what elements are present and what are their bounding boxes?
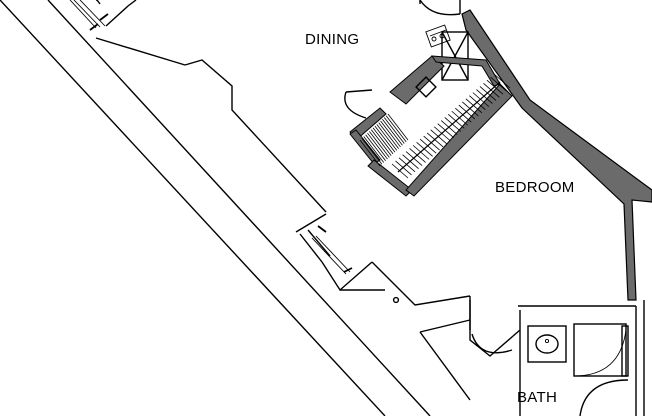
outlet-symbol — [392, 296, 400, 304]
sink — [527, 325, 567, 363]
diagonal-exterior-wall — [0, 0, 431, 416]
closet-shelving — [359, 73, 511, 179]
window-upper — [69, 0, 109, 31]
closet-walls — [349, 55, 513, 197]
room-label-dining: DINING — [305, 31, 359, 48]
closet-door — [344, 89, 373, 119]
closet-panel — [415, 76, 437, 98]
appliance-box — [441, 31, 469, 81]
dining-door — [419, 0, 461, 16]
window-lower — [299, 225, 385, 291]
room-label-bath: BATH — [517, 389, 557, 406]
room-label-bedroom: BEDROOM — [495, 179, 575, 196]
lower-corridor-wall — [419, 319, 471, 401]
bedroom-exterior-wall — [461, 9, 652, 301]
bath-walls — [469, 300, 645, 416]
shower — [573, 323, 629, 416]
water-heater-icon — [425, 24, 451, 48]
